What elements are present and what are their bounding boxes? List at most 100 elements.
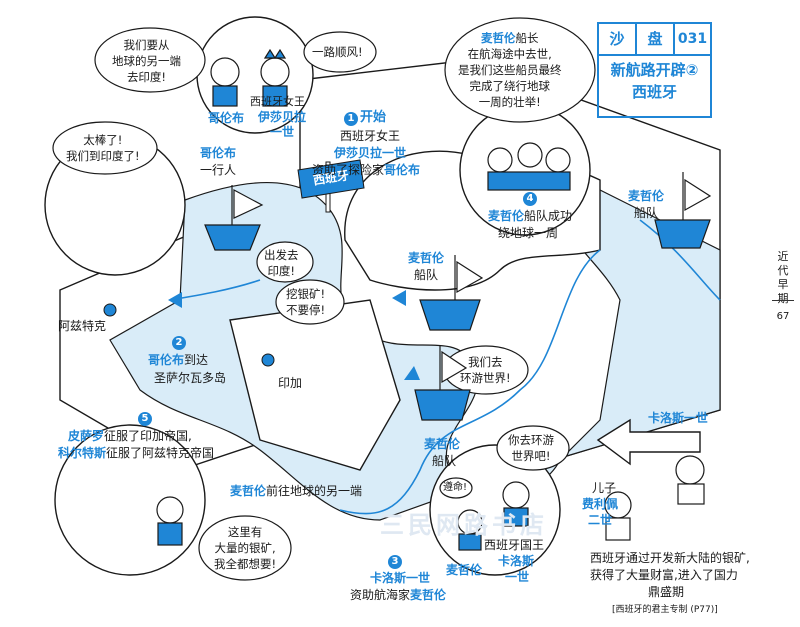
step-5-line1: 皮萨罗征服了印加帝国, (68, 428, 192, 444)
arrow-to-philip (596, 418, 701, 466)
header-cell-2: 盘 (637, 24, 675, 54)
step-5-line1-suffix: 征服了印加帝国, (104, 429, 192, 443)
philip-label-2: 二世 (588, 513, 613, 527)
step-2-name: 哥伦布 (148, 353, 185, 367)
conclusion-line-1: 西班牙通过开发新大陆的银矿, (590, 551, 750, 565)
step-2-suffix: 到达 (184, 353, 209, 367)
bubble-dig-text: 挖银矿! 不要停! (286, 286, 325, 318)
step-5-pizarro: 皮萨罗 (68, 429, 105, 443)
bubble-line: 我们要从 (123, 38, 170, 52)
bubble-arrived (52, 121, 158, 175)
aztec-label: 阿兹特克 (58, 319, 107, 333)
bubble-line: 出发去 (264, 248, 299, 262)
bubble-line: 世界吧! (511, 449, 551, 463)
location-dots (103, 303, 275, 367)
bubble-columbus-plan-text: 我们要从 地球的另一端 去印度! (112, 37, 181, 85)
arrow-columbus (168, 292, 182, 308)
bubble-line: 一周的壮举! (478, 95, 541, 109)
chapter-divider (772, 300, 794, 301)
chapter-tab: 近 代 早 期 67 (772, 250, 794, 322)
bubble-obey (439, 477, 473, 499)
son-label: 儿子 (592, 481, 617, 495)
step-5-badge: 5 (138, 412, 152, 426)
carlos-right-label: 卡洛斯一世 (648, 411, 709, 425)
step-4-suffix: 船队成功 (524, 209, 573, 223)
step-1-explorer: 哥伦布 (384, 163, 421, 177)
inca-label: 印加 (278, 376, 303, 390)
bubble-arrived-text: 太棒了! 我们到印度了! (66, 132, 140, 164)
magellan-route-text: 前往地球的另一端 (266, 484, 363, 498)
chapter-char-3: 早 (777, 278, 789, 291)
characters (156, 48, 705, 551)
king-figure (502, 481, 530, 527)
captain-name: 麦哲伦 (481, 31, 516, 45)
header-cell-1: 沙 (599, 24, 637, 54)
header-title: 新航路开辟② (610, 61, 699, 79)
arrow-magellan-2 (404, 366, 420, 380)
ship-columbus (204, 185, 264, 251)
columbus-figure (210, 57, 240, 107)
king-label-3: 一世 (505, 570, 530, 584)
bubble-captain-text: 麦哲伦船长 在航海途中去世, 是我们这些船员最终 完成了绕行地球 一周的壮举! (458, 30, 562, 110)
watermark: 三民网路书店 (380, 511, 548, 539)
crew-figures (487, 142, 571, 191)
magellan-fleet-mid-label-2: 船队 (414, 268, 439, 282)
step-4-line1: 麦哲伦船队成功 (488, 208, 572, 224)
magellan-route (339, 249, 601, 515)
chapter-char-1: 近 (777, 250, 789, 263)
bubble-queen-wish (303, 31, 377, 73)
bubble-captain (444, 17, 596, 123)
step-3-badge: 3 (388, 555, 402, 569)
bubble-depart (256, 241, 314, 283)
bubble-line: 去印度! (126, 70, 167, 84)
ship-magellan-low (414, 345, 471, 421)
magellan-route-label: 麦哲伦前往地球的另一端 (230, 483, 362, 499)
step-3-name: 卡洛斯一世 (370, 571, 431, 585)
bubble-line: 麦哲伦船长 (458, 30, 562, 46)
page-number: 67 (776, 311, 790, 322)
bubble-obey-text: 遵命! (443, 482, 468, 493)
inca-block (229, 299, 401, 471)
bubble-line: 地球的另一端 (112, 54, 181, 68)
section-header: 沙 盘 031 新航路开辟② 西班牙 (597, 22, 712, 118)
step-1-line1: 西班牙女王 (340, 129, 401, 143)
step-3-prefix: 资助航海家 (350, 588, 411, 602)
bubble-silver (198, 515, 292, 581)
step-3-line2: 资助航海家麦哲伦 (350, 587, 446, 603)
bubble-line: 挖银矿! (286, 287, 326, 301)
ship-magellan-ne (654, 172, 712, 249)
step-3-navigator: 麦哲伦 (410, 588, 447, 602)
ships (204, 172, 712, 421)
magellan-fleet-low-label-2: 船队 (432, 454, 457, 468)
conqueror-figure (156, 496, 184, 546)
king-label-1: 西班牙国王 (484, 538, 545, 552)
arrow-magellan (392, 290, 406, 306)
bubble-line: 大量的银矿, (214, 541, 276, 555)
step-5-cortes: 科尔特斯 (58, 446, 107, 460)
bubble-depart-text: 出发去 印度! (264, 247, 299, 279)
magellan-fleet-low-label-1: 麦哲伦 (424, 437, 461, 451)
aztec-dot (103, 303, 117, 317)
magellan-portrait-label: 麦哲伦 (446, 563, 483, 577)
step-2-badge: 2 (172, 336, 186, 350)
columbus-party-label-1: 哥伦布 (200, 146, 237, 160)
spain-sign (297, 159, 365, 213)
conclusion-ref: [西班牙的君主专制 (P77)] (612, 605, 718, 615)
bubble-line: 我们去 (468, 355, 503, 369)
step-4-line2: 绕地球一周 (498, 226, 559, 240)
step-1-title: 开始 (360, 110, 387, 125)
bubble-line: 你去环游 (508, 433, 554, 447)
magellan-figure (457, 509, 483, 551)
bubble-line: 环游世界! (460, 371, 511, 385)
magellan-route-name: 麦哲伦 (230, 484, 267, 498)
step-1-prefix: 资助了探险家 (312, 163, 385, 177)
queen-portrait-label-2: 伊莎贝拉 (258, 110, 307, 124)
step-1-queen-name: 伊莎贝拉一世 (334, 146, 407, 160)
step-4-name: 麦哲伦 (488, 209, 525, 223)
columbus-portrait-label: 哥伦布 (208, 111, 245, 125)
carlos-right-figure (675, 455, 705, 505)
bubble-silver-text: 这里有 大量的银矿, 我全都想要! (214, 524, 276, 572)
bubble-fragment: 船长 (515, 31, 539, 45)
bubble-world-trip-text: 我们去 环游世界! (460, 354, 511, 386)
